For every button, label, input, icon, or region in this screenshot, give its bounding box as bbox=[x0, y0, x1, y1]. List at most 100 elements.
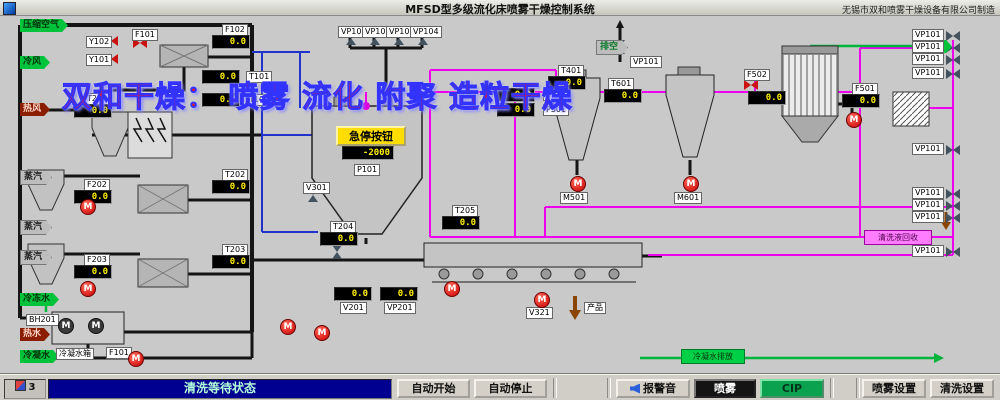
valve-icon-10 bbox=[946, 145, 960, 155]
valve-icon-13 bbox=[946, 213, 960, 223]
label-vpt3: VP103 bbox=[386, 26, 418, 38]
tag-P101: P101 bbox=[354, 164, 381, 176]
display-T601: 0.0 bbox=[604, 89, 642, 103]
valve-icon-6 bbox=[946, 31, 960, 41]
pump-icon-8: M bbox=[280, 319, 296, 335]
display-F502: 0.0 bbox=[748, 91, 786, 105]
pump-icon-1: M bbox=[80, 199, 96, 215]
title-bar: MFSD型多级流化床喷雾干燥控制系统 无锡市双和喷雾干燥设备有限公司制造 bbox=[0, 0, 1000, 16]
display-T101: 0.0 bbox=[202, 70, 240, 84]
app-icon bbox=[3, 2, 16, 15]
label-y102: Y102 bbox=[86, 36, 113, 48]
label-vpt2: VP102 bbox=[362, 26, 394, 38]
tag-F202: F202 bbox=[84, 179, 110, 191]
label-f101-top: F101 bbox=[132, 29, 158, 41]
pump-icon-5: M bbox=[846, 112, 862, 128]
display-V201: 0.0 bbox=[334, 287, 372, 301]
speaker-icon bbox=[630, 383, 640, 394]
valve-icon-12 bbox=[946, 201, 960, 211]
label-bh201: BH201 bbox=[26, 314, 59, 326]
pump-icon-7: M bbox=[534, 292, 550, 308]
tag-T101: T101 bbox=[246, 71, 273, 83]
flow-tag-cold-air: 冷风 bbox=[20, 56, 50, 69]
toolbar-divider bbox=[856, 378, 860, 398]
display-F102: 0.0 bbox=[212, 35, 250, 49]
tag-V201: V201 bbox=[340, 302, 367, 314]
valve-icon-11 bbox=[946, 189, 960, 199]
pump-icon-9: M bbox=[314, 325, 330, 341]
cyclone-top-left bbox=[91, 111, 129, 157]
label-vpt1: VP101 bbox=[338, 26, 370, 38]
cyclone-center-2 bbox=[665, 66, 715, 158]
pipes-blue bbox=[252, 51, 318, 233]
label-product-label: 产品 bbox=[584, 302, 606, 314]
valve-icon-8 bbox=[946, 55, 960, 65]
display-T205: 0.0 bbox=[442, 216, 480, 230]
tag-F502: F502 bbox=[744, 69, 770, 81]
label-m501: M501 bbox=[560, 192, 589, 204]
label-vpr3: VP101 bbox=[912, 53, 944, 65]
air-heater-top bbox=[159, 44, 209, 68]
tag-T102: T102 bbox=[246, 94, 273, 106]
auto-stop-button[interactable]: 自动停止 bbox=[474, 379, 547, 398]
display-T201: 0.0 bbox=[74, 104, 112, 118]
counter-value: 3 bbox=[28, 382, 36, 393]
valve-icon-9 bbox=[946, 69, 960, 79]
flow-tag-hot-water: 热水 bbox=[20, 328, 50, 341]
pipe-label-cip-return: 清洗液回收 bbox=[864, 230, 932, 245]
display-T202: 0.0 bbox=[212, 180, 250, 194]
label-vpr6: VP101 bbox=[912, 187, 944, 199]
label-m601: M601 bbox=[674, 192, 703, 204]
flow-tag-steam-2: 蒸汽 bbox=[20, 220, 52, 235]
emergency-stop-button[interactable]: 急停按钮 bbox=[336, 126, 406, 146]
label-vpr5: VP101 bbox=[912, 143, 944, 155]
toolbar-divider bbox=[553, 378, 557, 398]
pump-icon-2: M bbox=[80, 281, 96, 297]
label-tank-label: 冷凝水箱 bbox=[56, 348, 94, 360]
display-F203: 0.0 bbox=[74, 265, 112, 279]
bag-filter bbox=[780, 45, 840, 143]
spray-settings-button[interactable]: 喷雾设置 bbox=[862, 379, 926, 398]
fluid-bed bbox=[423, 242, 643, 283]
valve-icon-20 bbox=[332, 245, 342, 259]
flow-tag-chilled-water: 冷冻水 bbox=[20, 293, 59, 306]
display-P101: -2000 bbox=[342, 146, 394, 160]
control-bar: 3 清洗等待状态 自动开始 自动停止 报警音 喷雾 CIP 喷雾设置 清洗设置 bbox=[0, 374, 1000, 400]
label-vpr1: VP101 bbox=[912, 29, 944, 41]
tag-VP201: VP201 bbox=[384, 302, 416, 314]
label-vpr9: VP101 bbox=[912, 245, 944, 257]
pump-icon-10: M bbox=[128, 351, 144, 367]
exhaust-filter-box bbox=[892, 91, 930, 127]
pump-icon-11: M bbox=[58, 318, 74, 334]
label-vpr7: VP101 bbox=[912, 199, 944, 211]
cip-button[interactable]: CIP bbox=[760, 379, 824, 398]
label-v301: V301 bbox=[303, 182, 330, 194]
spray-button[interactable]: 喷雾 bbox=[694, 379, 756, 398]
flow-tag-hot-air: 热风 bbox=[20, 103, 50, 116]
clean-settings-button[interactable]: 清洗设置 bbox=[930, 379, 994, 398]
valve-icon-14 bbox=[946, 247, 960, 257]
display-P501: 0.0 bbox=[497, 103, 535, 117]
display-T102: 0.0 bbox=[202, 93, 240, 107]
toolbar-divider bbox=[830, 378, 834, 398]
alarm-sound-button[interactable]: 报警音 bbox=[616, 379, 690, 398]
page-title: MFSD型多级流化床喷雾干燥控制系统 bbox=[405, 3, 595, 16]
label-vpr8: VP101 bbox=[912, 211, 944, 223]
label-v321: V321 bbox=[526, 307, 553, 319]
electrostatic-filter bbox=[127, 111, 173, 159]
flow-tag-comp-air: 压缩空气 bbox=[20, 19, 68, 32]
flow-tag-steam-3: 蒸汽 bbox=[20, 250, 52, 265]
label-vpr4: VP101 bbox=[912, 67, 944, 79]
label-vpr2: VP101 bbox=[912, 41, 944, 53]
display-VP201: 0.0 bbox=[380, 287, 418, 301]
watermark-text: 双和干燥： 喷雾 流化 附聚 造粒干燥 bbox=[62, 80, 573, 116]
pipe-label-drain: 冷凝水排放 bbox=[681, 349, 745, 364]
status-bar: 清洗等待状态 bbox=[48, 379, 392, 399]
alarm-sound-label: 报警音 bbox=[643, 382, 676, 395]
auto-start-button[interactable]: 自动开始 bbox=[397, 379, 470, 398]
display-T203: 0.0 bbox=[212, 255, 250, 269]
tag-P501: P501 bbox=[543, 104, 570, 116]
